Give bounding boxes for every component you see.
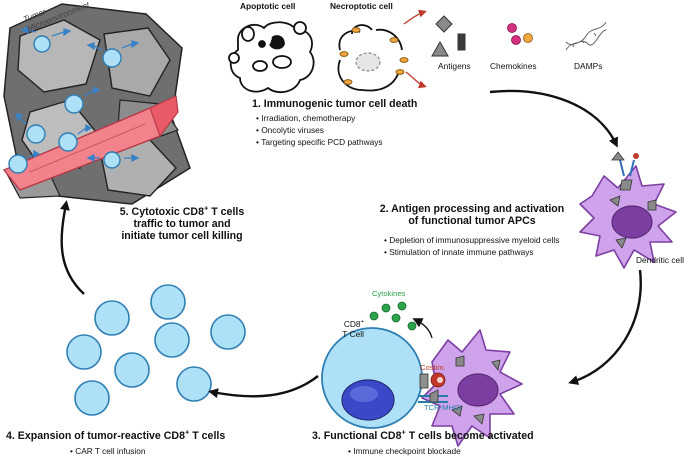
damps-icon	[565, 21, 607, 51]
expanded-t-cells-icon	[66, 284, 246, 416]
cytokine-arrow	[412, 318, 433, 339]
step1-bullets: Irradiation, chemotherapy Oncolytic viru…	[256, 113, 383, 149]
blood-vessel-icon	[2, 95, 179, 191]
step3-bullets: Immune checkpoint blockade	[348, 446, 460, 458]
step2-title-line2: of functional tumor APCs	[408, 215, 536, 228]
activated-dendritic-cell-icon	[421, 329, 523, 447]
step5-title-line3: initiate tumor cell killing	[121, 230, 243, 243]
costim-label: Costim.	[420, 363, 446, 372]
apoptotic-cell-label: Apoptotic cell	[240, 1, 296, 11]
step2-title: 2. Antigen processing and activation of …	[372, 203, 572, 227]
step4-title: 4. Expansion of tumor-reactive CD8+ T ce…	[6, 427, 226, 442]
t-cell-label-line1: CD8+	[343, 319, 364, 329]
step5-title-line1: 5. Cytotoxic CD8+ T cells	[119, 203, 245, 218]
step5-title-line2: traffic to tumor and	[133, 218, 231, 231]
tcr-mhci-label: TCR-MHCI	[424, 403, 462, 412]
step2-title-line1: 2. Antigen processing and activation	[379, 203, 565, 215]
necroptotic-cell-icon	[337, 9, 427, 92]
chemokines-icon	[507, 23, 533, 45]
arrow-step4-to-step5	[59, 200, 85, 295]
chemokines-label: Chemokines	[490, 61, 537, 71]
tcr-mhci-icon	[418, 389, 448, 403]
tumor-microenvironment-icon	[2, 3, 191, 205]
step5-title: 5. Cytotoxic CD8+ T cells traffic to tum…	[84, 203, 280, 243]
step3-title: 3. Functional CD8+ T cells become activa…	[312, 427, 534, 442]
damps-label: DAMPs	[574, 61, 603, 71]
cycle-arrows	[59, 89, 642, 399]
antigens-icon	[431, 15, 466, 57]
arrow-step1-to-step2	[489, 89, 618, 148]
cytokines-label: Cytokines	[372, 289, 406, 298]
arrow-step3-to-step4	[208, 375, 319, 399]
step2-bullet: Depletion of immunosuppressive myeloid c…	[384, 235, 559, 247]
step2-bullets: Depletion of immunosuppressive myeloid c…	[384, 235, 559, 259]
dendritic-cell-icon	[579, 151, 677, 269]
arrow-step2-to-step3	[568, 269, 642, 385]
step1-bullet: Targeting specific PCD pathways	[256, 137, 382, 149]
step1-bullet: Irradiation, chemotherapy	[256, 113, 383, 125]
t-cell-label-line2: T Cell	[342, 328, 364, 339]
step1-title: 1. Immunogenic tumor cell death	[252, 98, 418, 110]
step4-bullet: CAR T cell infusion	[70, 446, 145, 458]
dendritic-cell-label: Dendritic cell	[636, 255, 684, 265]
cytokines-icon	[369, 301, 417, 331]
step1-bullet: Oncolytic viruses	[256, 125, 383, 137]
cd8-t-cell-icon	[321, 327, 423, 429]
step3-bullet: Immune checkpoint blockade	[348, 446, 460, 458]
antigens-label: Antigens	[438, 61, 471, 71]
necroptotic-cell-label: Necroptotic cell	[330, 1, 393, 11]
costimulation-icon	[419, 372, 446, 389]
step4-bullets: CAR T cell infusion	[70, 446, 145, 458]
t-cell-label: CD8+ T Cell	[318, 319, 364, 339]
apoptotic-cell-icon	[228, 21, 315, 94]
step2-bullet: Stimulation of innate immune pathways	[384, 247, 559, 259]
